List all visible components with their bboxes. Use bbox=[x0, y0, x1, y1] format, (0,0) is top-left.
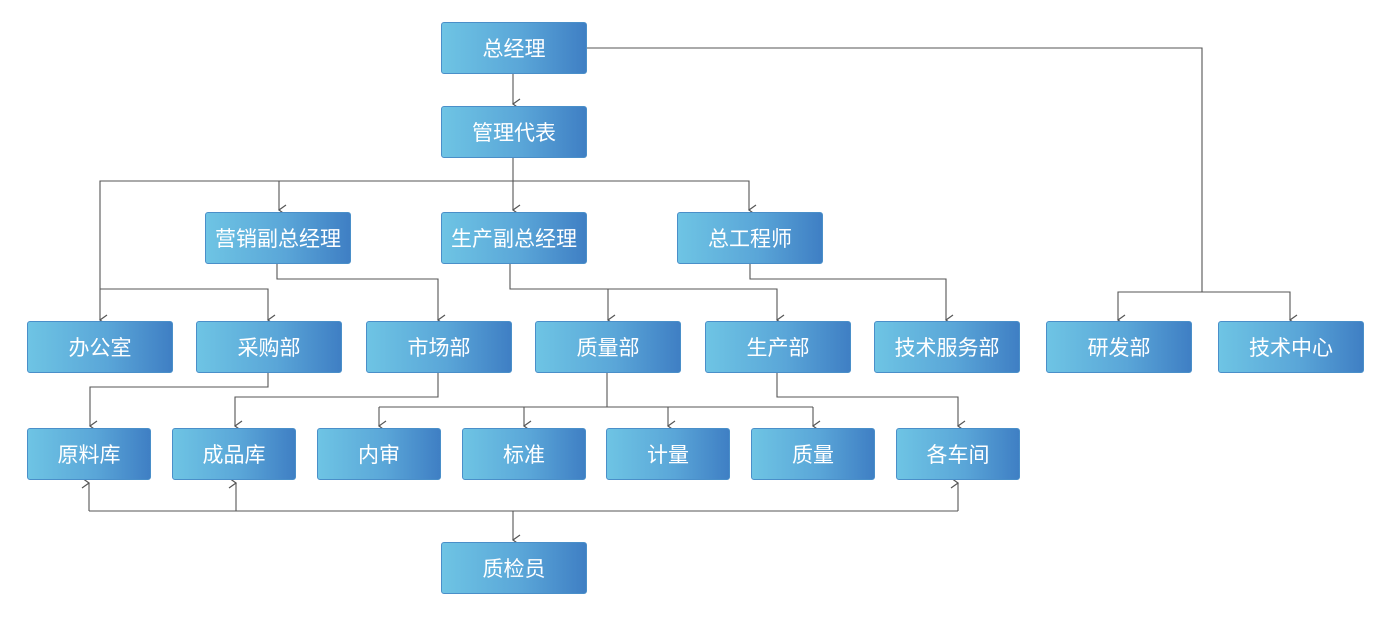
node-tech-center[interactable]: 技术中心 bbox=[1218, 321, 1364, 373]
node-tech-center-label: 技术中心 bbox=[1249, 336, 1333, 360]
node-inspector[interactable]: 质检员 bbox=[441, 542, 587, 594]
node-tech-service[interactable]: 技术服务部 bbox=[874, 321, 1020, 373]
connector-vpm-to-purchasing bbox=[100, 288, 276, 326]
node-purchasing-label: 采购部 bbox=[237, 336, 301, 360]
connector-ce-to-tech-service bbox=[749, 264, 954, 326]
node-market-label: 市场部 bbox=[407, 336, 471, 360]
node-metrology-label: 计量 bbox=[647, 443, 689, 467]
node-office-label: 办公室 bbox=[68, 336, 132, 360]
node-metrology[interactable]: 计量 bbox=[606, 428, 730, 480]
node-tech-service-label: 技术服务部 bbox=[894, 336, 1000, 360]
node-vp-marketing-label: 营销副总经理 bbox=[215, 227, 341, 251]
node-purchasing[interactable]: 采购部 bbox=[196, 321, 342, 373]
node-general-manager[interactable]: 总经理 bbox=[441, 22, 587, 74]
node-standards-label: 标准 bbox=[503, 443, 545, 467]
node-production-dept[interactable]: 生产部 bbox=[705, 321, 851, 373]
node-rnd-label: 研发部 bbox=[1087, 336, 1151, 360]
node-raw-material-store[interactable]: 原料库 bbox=[27, 428, 151, 480]
node-workshops[interactable]: 各车间 bbox=[896, 428, 1020, 480]
node-quality-label: 质量 bbox=[792, 443, 834, 467]
node-rnd[interactable]: 研发部 bbox=[1046, 321, 1192, 373]
connector-rep-to-office bbox=[98, 180, 279, 326]
node-internal-audit-label: 内审 bbox=[358, 443, 400, 467]
connector-market-to-finished bbox=[233, 373, 439, 432]
connector-rep-to-vp-marketing bbox=[277, 180, 513, 216]
connector-vpp-to-production bbox=[608, 288, 785, 326]
connector-vpm-to-market bbox=[276, 264, 446, 326]
node-quality[interactable]: 质量 bbox=[751, 428, 875, 480]
node-finished-goods-store-label: 成品库 bbox=[202, 443, 266, 467]
node-finished-goods-store[interactable]: 成品库 bbox=[172, 428, 296, 480]
node-vp-marketing[interactable]: 营销副总经理 bbox=[205, 212, 351, 264]
connector-rep-to-chief-engineer bbox=[513, 180, 757, 216]
node-office[interactable]: 办公室 bbox=[27, 321, 173, 373]
node-inspector-label: 质检员 bbox=[482, 557, 546, 581]
node-general-manager-label: 总经理 bbox=[482, 37, 546, 61]
node-vp-production-label: 生产副总经理 bbox=[451, 227, 577, 251]
connector-purchasing-to-raw bbox=[88, 373, 269, 432]
connector-production-to-workshops bbox=[776, 373, 966, 432]
node-internal-audit[interactable]: 内审 bbox=[317, 428, 441, 480]
node-management-rep[interactable]: 管理代表 bbox=[441, 106, 587, 158]
connector-vpp-to-quality bbox=[509, 264, 616, 326]
node-chief-engineer[interactable]: 总工程师 bbox=[677, 212, 823, 264]
node-chief-engineer-label: 总工程师 bbox=[708, 227, 792, 251]
connector-gm-to-tech-center bbox=[1202, 291, 1298, 326]
node-quality-dept-label: 质量部 bbox=[576, 336, 640, 360]
node-market[interactable]: 市场部 bbox=[366, 321, 512, 373]
node-production-dept-label: 生产部 bbox=[746, 336, 810, 360]
node-standards[interactable]: 标准 bbox=[462, 428, 586, 480]
node-workshops-label: 各车间 bbox=[926, 443, 990, 467]
node-management-rep-label: 管理代表 bbox=[472, 121, 556, 145]
node-quality-dept[interactable]: 质量部 bbox=[535, 321, 681, 373]
node-vp-production[interactable]: 生产副总经理 bbox=[441, 212, 587, 264]
node-raw-material-store-label: 原料库 bbox=[57, 443, 121, 467]
